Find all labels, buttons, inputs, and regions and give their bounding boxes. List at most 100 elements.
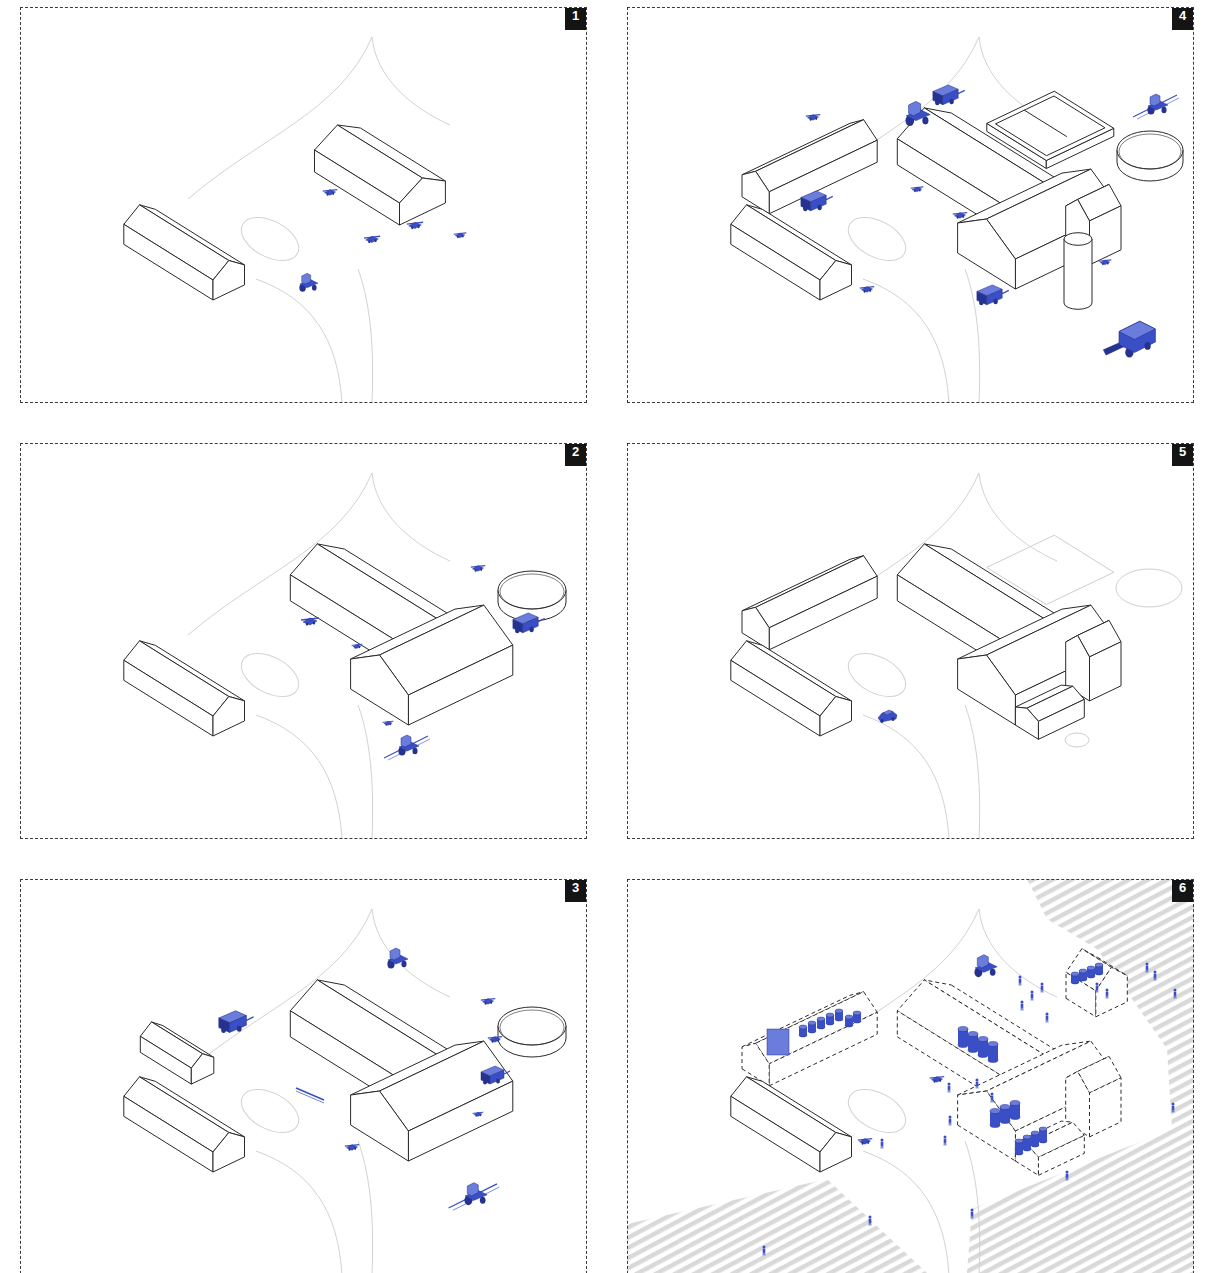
- farm-machine: [481, 999, 495, 1005]
- person-figure: [1031, 991, 1034, 994]
- farm-machine: [454, 233, 467, 238]
- farm-machine: [977, 285, 1009, 305]
- machine-part: [366, 236, 379, 242]
- machine-wheel: [401, 961, 406, 967]
- person-figure: [869, 1219, 872, 1223]
- person-figure: [1020, 983, 1021, 986]
- person-figure: [1022, 1008, 1023, 1011]
- slurry-tank: [1117, 131, 1183, 169]
- machine-part: [346, 1145, 357, 1151]
- person-figure: [1021, 1001, 1024, 1004]
- blue-tank: [988, 1042, 998, 1047]
- farm-machine: [933, 85, 965, 105]
- person-figure: [992, 1100, 993, 1103]
- building-face: [1096, 967, 1128, 1017]
- farm-machine: [296, 1088, 324, 1103]
- person-figure: [1066, 1174, 1069, 1178]
- panel-frame: 6: [627, 879, 1194, 1273]
- tank-outline: [1116, 569, 1182, 607]
- person-figure: [881, 1142, 884, 1146]
- blue-tank: [958, 1027, 968, 1032]
- person-figure: [1154, 971, 1157, 974]
- building-face: [958, 1091, 1016, 1161]
- building-face: [1090, 642, 1122, 701]
- person-figure: [949, 1119, 952, 1123]
- person-figure: [972, 1216, 973, 1219]
- machine-wheel: [529, 627, 533, 633]
- road-line: [372, 473, 450, 561]
- panel-drawing: [124, 37, 467, 403]
- machine-part: [931, 1077, 942, 1083]
- machine-wheel: [417, 225, 419, 228]
- building-face: [731, 224, 820, 300]
- person-figure: [1106, 992, 1109, 996]
- machine-part: [538, 618, 545, 621]
- person-figure: [971, 1209, 974, 1212]
- machine-wheel: [368, 240, 370, 243]
- blue-tank: [1023, 1135, 1031, 1139]
- machine-part: [384, 721, 392, 725]
- machine-wheel: [496, 1079, 500, 1084]
- machine-wheel: [817, 205, 821, 211]
- farm-machine: [1099, 260, 1112, 265]
- person-figure: [763, 1253, 764, 1256]
- farm-machine: [219, 1011, 254, 1033]
- blue-tank: [799, 1025, 807, 1029]
- person-figure: [1172, 1110, 1173, 1113]
- building-face: [820, 697, 852, 737]
- farm-machine: [858, 1139, 872, 1145]
- machine-wheel: [810, 118, 812, 121]
- panel-number: 4: [1172, 8, 1193, 30]
- machine-wheel: [515, 628, 519, 634]
- road-line: [372, 37, 450, 125]
- machine-wheel: [867, 1141, 869, 1144]
- blue-tank: [1087, 966, 1095, 970]
- blue-tank: [1010, 1101, 1020, 1106]
- farm-machine: [1133, 94, 1179, 119]
- farm-machine: [471, 566, 485, 572]
- machine-wheel: [412, 748, 417, 754]
- machine-wheel: [313, 621, 316, 624]
- machine-wheel: [359, 646, 361, 648]
- blue-tank: [1015, 1139, 1023, 1143]
- machine-part: [296, 1091, 324, 1103]
- machine-part: [977, 955, 988, 968]
- blue-tank: [990, 1109, 1000, 1114]
- slurry-tank: [498, 1007, 566, 1045]
- machine-wheel: [411, 226, 413, 229]
- person-figure: [945, 1143, 946, 1146]
- person-figure: [1106, 996, 1107, 999]
- machine-wheel: [939, 1079, 941, 1082]
- panel-number: 6: [1172, 880, 1193, 902]
- machine-wheel: [390, 723, 392, 725]
- person-figure: [1021, 1004, 1024, 1008]
- person-figure: [948, 1086, 951, 1090]
- person-figure: [991, 1093, 994, 1096]
- panel-drawing: [731, 37, 1183, 403]
- machine-part: [958, 90, 965, 93]
- machine-wheel: [922, 117, 928, 125]
- machine-wheel: [990, 969, 996, 976]
- person-figure: [1096, 986, 1099, 990]
- blue-tank: [1079, 969, 1087, 973]
- person-figure: [1174, 996, 1175, 999]
- machine-wheel: [237, 1026, 242, 1032]
- person-figure: [1146, 966, 1149, 970]
- blue-tank: [845, 1015, 853, 1019]
- person-figure: [1096, 990, 1097, 993]
- tank-outline: [1065, 733, 1089, 747]
- machine-wheel: [475, 1115, 477, 1117]
- machine-wheel: [891, 717, 894, 721]
- machine-part: [912, 187, 922, 192]
- road-line: [256, 1151, 342, 1273]
- person-figure: [1047, 1020, 1048, 1023]
- machine-wheel: [993, 299, 997, 305]
- machine-wheel: [815, 117, 817, 120]
- machine-part: [943, 89, 958, 104]
- yard-oval: [841, 645, 913, 706]
- person-figure: [1019, 979, 1022, 983]
- person-figure: [949, 1116, 952, 1119]
- person-figure: [1066, 1171, 1069, 1174]
- person-figure: [1147, 970, 1148, 973]
- machine-wheel: [935, 100, 939, 106]
